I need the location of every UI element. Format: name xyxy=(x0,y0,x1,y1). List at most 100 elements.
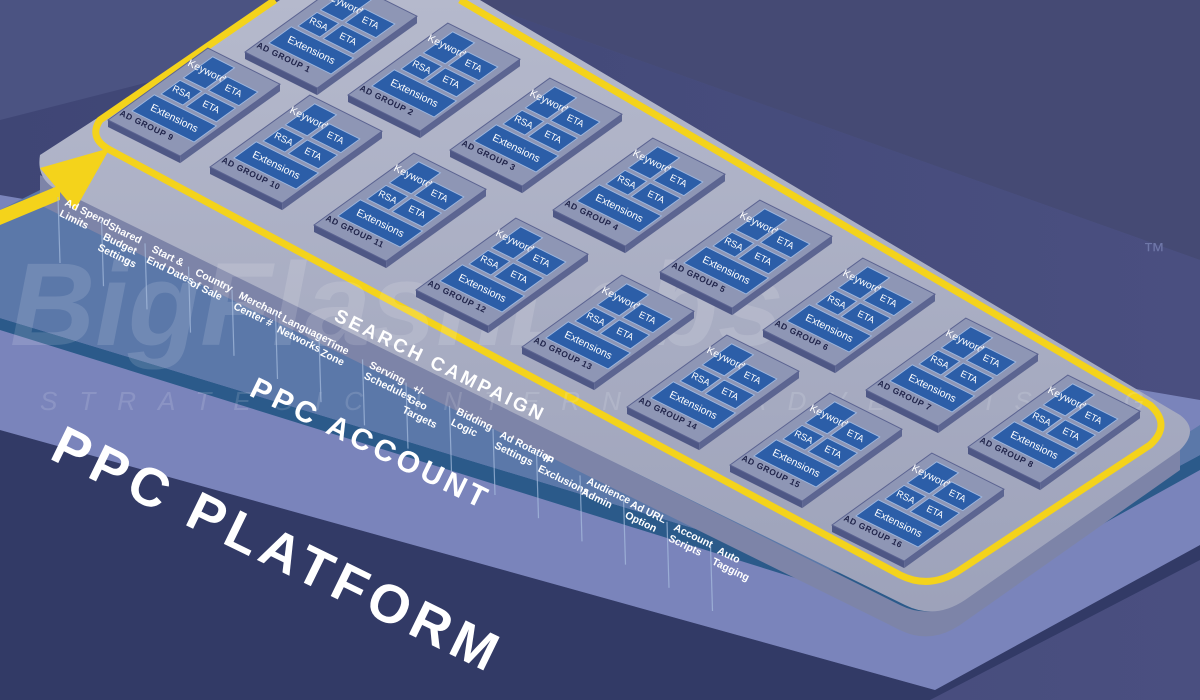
eta-box xyxy=(549,106,601,137)
eta-box xyxy=(322,24,374,55)
rsa-box xyxy=(366,184,409,211)
keywords-box xyxy=(627,146,681,180)
keywords-box xyxy=(940,326,994,360)
ad-group-card-side xyxy=(730,465,803,509)
setting-divider xyxy=(274,312,279,380)
eta-box xyxy=(493,262,545,293)
ad-group-card-side xyxy=(763,330,836,374)
ad-group-card-side xyxy=(282,131,382,211)
ad-group-card-side xyxy=(210,167,283,211)
keywords-box xyxy=(422,31,476,65)
eta-box xyxy=(1045,419,1097,450)
setting-divider xyxy=(448,405,453,472)
rsa-box xyxy=(502,109,545,136)
eta-box xyxy=(621,303,673,334)
ad-group-card-side xyxy=(386,189,486,269)
setting-divider xyxy=(57,196,61,264)
keywords-box xyxy=(182,56,236,90)
setting-divider xyxy=(405,382,409,449)
rsa-box xyxy=(918,349,961,376)
keywords-box xyxy=(388,161,442,195)
eta-box xyxy=(652,166,704,197)
eta-box xyxy=(599,319,651,350)
eta-box xyxy=(704,379,756,410)
keywords-box xyxy=(701,343,755,377)
eta-box xyxy=(931,481,983,512)
extensions-box xyxy=(233,141,320,190)
keywords-box xyxy=(524,86,578,120)
keywords-box xyxy=(837,266,891,300)
eta-box xyxy=(840,302,892,333)
ad-group-card-side xyxy=(660,272,733,316)
setting-divider xyxy=(187,266,192,333)
extensions-box xyxy=(473,124,560,173)
ad-group-card-side xyxy=(416,290,489,334)
setting-divider xyxy=(231,289,235,356)
eta-box xyxy=(185,92,237,123)
extensions-box xyxy=(991,421,1078,470)
rsa-box xyxy=(1020,406,1063,433)
setting-divider xyxy=(100,220,105,287)
ad-group-card-side xyxy=(866,390,939,434)
campaign-highlight-border xyxy=(92,0,1165,585)
ad-group-card-side xyxy=(732,236,832,316)
rsa-box xyxy=(679,366,722,393)
setting-divider xyxy=(318,336,322,403)
keywords-box xyxy=(319,0,372,22)
ad-group-card-side xyxy=(450,150,523,194)
ad-group-card-side xyxy=(835,294,935,374)
eta-box xyxy=(630,182,682,213)
extensions-box xyxy=(753,439,840,488)
extensions-box xyxy=(650,381,737,430)
eta-box xyxy=(344,8,396,39)
eta-box xyxy=(909,497,961,528)
eta-box xyxy=(527,122,579,153)
ad-group-card-side xyxy=(904,489,1004,569)
setting-divider xyxy=(666,521,670,588)
extensions-box xyxy=(439,264,526,313)
extensions-box xyxy=(576,184,663,233)
setting-divider xyxy=(622,498,627,565)
ad-group-card-side xyxy=(522,114,622,194)
extensions-box xyxy=(786,304,873,353)
keywords-box xyxy=(906,461,960,495)
eta-box xyxy=(1067,403,1119,434)
ad-group-card-side xyxy=(420,59,520,139)
extensions-box xyxy=(268,26,355,75)
platform-front-face xyxy=(0,420,1200,700)
extensions-box xyxy=(337,199,424,248)
rsa-box xyxy=(262,126,305,153)
ad-group-card-side xyxy=(314,225,387,269)
extensions-box xyxy=(683,246,770,295)
setting-divider xyxy=(579,475,583,542)
highlight-arrow xyxy=(0,148,110,225)
ad-group-card-side xyxy=(180,84,280,164)
ad-group-card-side xyxy=(625,174,725,254)
keywords-box xyxy=(804,401,858,435)
account-setting-item: SharedBudgetSettings xyxy=(96,220,143,287)
ad-group-card-side xyxy=(317,16,417,96)
extensions-box xyxy=(545,321,632,370)
eta-box xyxy=(447,51,499,82)
rsa-box xyxy=(297,11,340,38)
eta-box xyxy=(391,197,443,228)
rsa-box xyxy=(160,79,203,106)
keywords-box xyxy=(734,208,788,242)
rsa-box xyxy=(782,424,825,451)
ad-group-card-side xyxy=(245,52,318,96)
keywords-box xyxy=(490,226,544,260)
eta-box xyxy=(965,346,1017,377)
extensions-box xyxy=(889,364,976,413)
setting-label-line: +/- xyxy=(411,383,428,400)
eta-box xyxy=(413,181,465,212)
eta-box xyxy=(425,67,477,98)
ad-group-card-side xyxy=(522,347,595,391)
ad-group-card-side xyxy=(108,120,181,164)
